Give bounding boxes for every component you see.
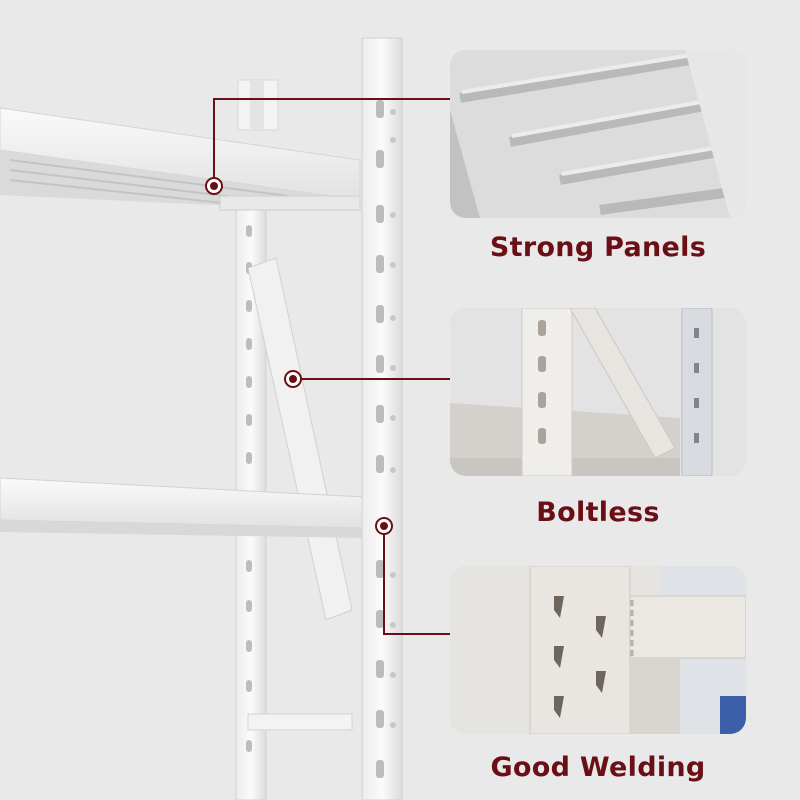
boltless-caption: Boltless xyxy=(536,497,660,528)
good-welding-caption: Good Welding xyxy=(490,752,706,783)
callout-lines xyxy=(213,98,452,635)
boltless-photo xyxy=(450,308,746,476)
shelf-panel-underside-photo-icon xyxy=(450,50,746,218)
weld-joint-photo-icon xyxy=(450,566,746,734)
good-welding-photo xyxy=(450,566,746,734)
strong-panels-photo xyxy=(450,50,746,218)
boltless-upright-photo-icon xyxy=(450,308,746,476)
callout-markers xyxy=(205,177,393,535)
strong-panels-caption: Strong Panels xyxy=(489,232,707,263)
